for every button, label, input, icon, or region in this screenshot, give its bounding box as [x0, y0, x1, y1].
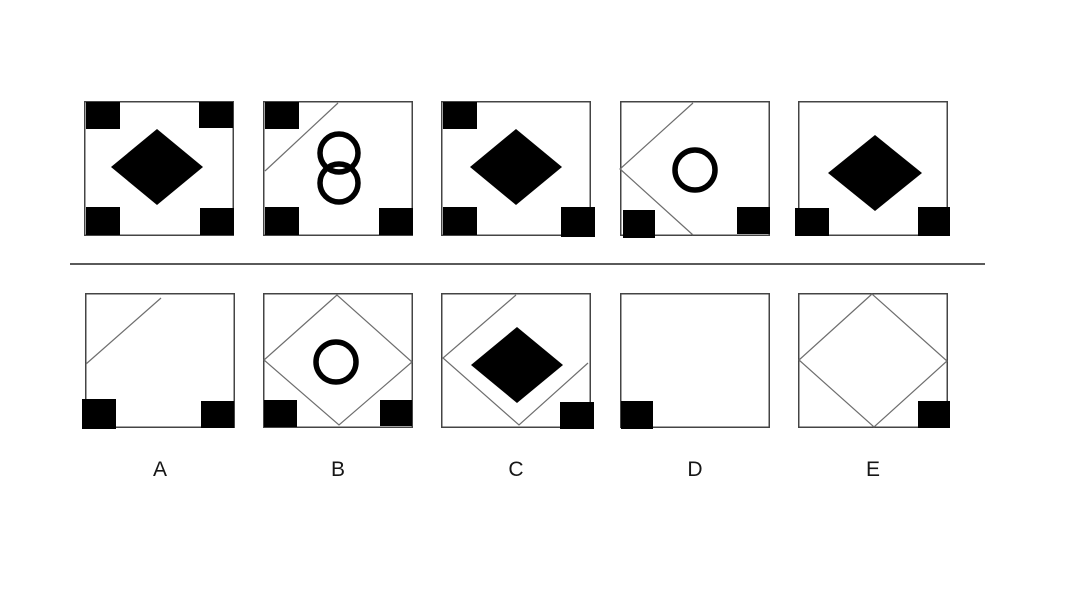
corner-square-bottom-right: [200, 208, 234, 235]
circle: [672, 147, 718, 193]
sequence-cell-1-drawing: [84, 101, 234, 236]
sequence-cell-1: [84, 101, 234, 236]
answer-label-e: E: [865, 458, 880, 481]
diagonal-line: [264, 102, 339, 172]
sequence-cell-4-drawing: [619, 101, 770, 238]
answer-cell-b[interactable]: [263, 293, 413, 428]
sequence-cell-5-drawing: [795, 101, 950, 236]
corner-square-bottom-right: [918, 207, 950, 236]
cell-border: [620, 293, 770, 428]
answer-cell-a[interactable]: [82, 293, 235, 429]
corner-square-bottom-left: [623, 210, 655, 238]
sequence-cell-4: [619, 101, 770, 238]
answer-label-d: D: [687, 458, 703, 481]
answer-cell-b-drawing: [263, 293, 413, 428]
sequence-cell-2-drawing: [263, 101, 413, 236]
corner-square-bottom-left: [795, 208, 829, 236]
answer-cell-c-drawing: [441, 293, 594, 429]
corner-square-bottom-left: [82, 399, 116, 429]
circle: [313, 339, 359, 385]
cell-border: [263, 101, 413, 236]
corner-square-bottom-left: [621, 401, 653, 429]
diagonal-line: [85, 297, 162, 365]
answer-label-c: C: [508, 458, 524, 481]
answer-label-a: A: [152, 458, 167, 481]
answer-cell-d[interactable]: [620, 293, 770, 429]
sequence-cell-5: [795, 101, 950, 236]
corner-square-bottom-right: [561, 207, 595, 237]
corner-square-bottom-right: [380, 400, 412, 426]
answer-cell-c[interactable]: [441, 293, 594, 429]
divider-line: [70, 263, 985, 265]
answer-cell-a-drawing: [82, 293, 235, 429]
corner-square-bottom-left: [86, 207, 120, 235]
corner-square-bottom-left: [443, 207, 477, 235]
corner-square-bottom-right: [737, 207, 770, 234]
cell-border: [441, 293, 591, 428]
diamond-outline: [798, 293, 948, 428]
filled-diamond: [470, 129, 562, 205]
answer-cell-d-drawing: [620, 293, 770, 429]
corner-square-top-left: [265, 102, 299, 129]
corner-square-bottom-right: [918, 401, 950, 428]
cell-border: [441, 101, 591, 236]
answer-cell-e-drawing: [798, 293, 950, 428]
filled-diamond: [111, 129, 203, 205]
corner-square-bottom-left: [264, 400, 297, 427]
corner-square-bottom-left: [265, 207, 299, 235]
corner-square-top-left: [86, 102, 120, 129]
corner-square-bottom-right: [560, 402, 594, 429]
half-diamond-chevron: [619, 102, 694, 236]
sequence-cell-3-drawing: [441, 101, 595, 237]
cell-border: [798, 101, 948, 236]
sequence-cell-2: [263, 101, 413, 236]
cell-border: [84, 101, 234, 236]
corner-square-top-right: [199, 102, 233, 128]
filled-diamond: [828, 135, 922, 211]
answer-label-b: B: [330, 458, 345, 481]
cell-border: [85, 293, 235, 428]
diamond-outline-open: [442, 294, 589, 426]
diamond-outline: [263, 294, 413, 426]
circle-bottom: [317, 161, 361, 205]
corner-square-top-left: [443, 102, 477, 129]
answer-cell-e[interactable]: [798, 293, 950, 428]
circle-top: [317, 131, 361, 175]
filled-diamond: [471, 327, 563, 403]
corner-square-bottom-right: [379, 208, 413, 235]
corner-square-bottom-right: [201, 401, 234, 428]
sequence-cell-3: [441, 101, 595, 237]
